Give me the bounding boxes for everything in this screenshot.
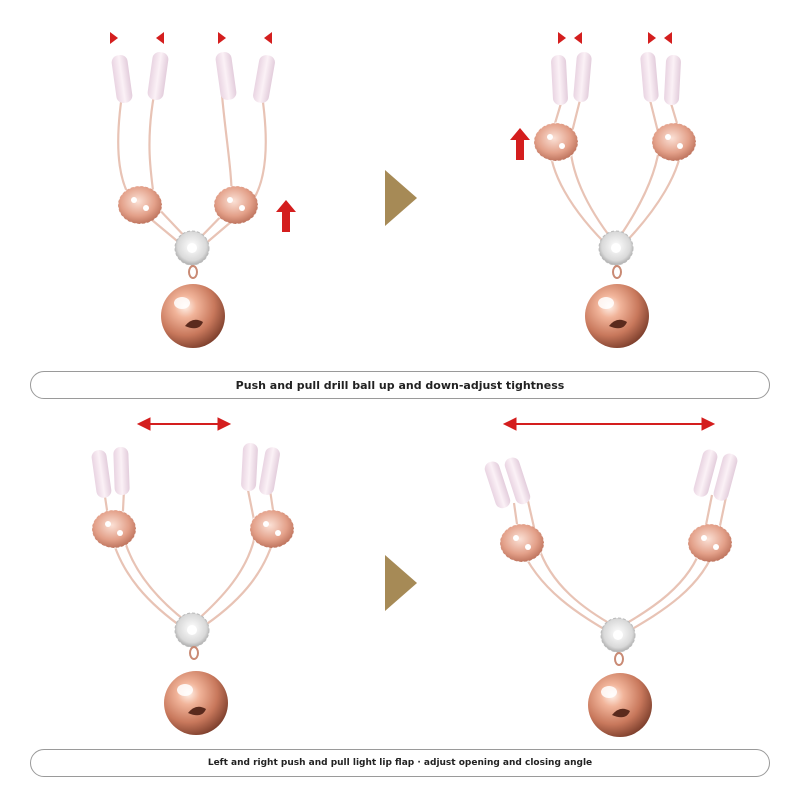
bell-charm-icon <box>585 284 649 348</box>
caption-angle: Left and right push and pull light lip f… <box>30 749 770 777</box>
inward-arrow-icon <box>110 32 272 44</box>
panel-bottom-right <box>420 405 800 745</box>
silicone-tip-icon <box>484 449 738 509</box>
double-arrow-icon <box>136 417 232 431</box>
next-step-arrow-icon <box>385 555 417 611</box>
up-arrow-icon <box>510 128 530 160</box>
rhinestone-bead-icon <box>499 523 733 563</box>
rhinestone-flower-icon <box>600 617 636 653</box>
inward-arrow-icon <box>558 32 672 44</box>
caption-text: Push and pull drill ball up and down-adj… <box>235 378 565 392</box>
rhinestone-bead-icon <box>533 122 697 162</box>
bell-charm-icon <box>588 673 652 737</box>
rhinestone-bead-icon <box>117 185 259 225</box>
double-arrow-icon <box>502 417 716 431</box>
silicone-tip-icon <box>551 52 681 106</box>
panel-bottom-left <box>0 405 380 745</box>
up-arrow-icon <box>276 200 296 232</box>
jewelry-illustration <box>91 417 295 735</box>
panel-top-right <box>420 0 800 365</box>
rhinestone-bead-icon <box>91 509 295 549</box>
jewelry-illustration <box>110 32 296 348</box>
jewelry-illustration <box>484 417 738 737</box>
jewelry-illustration <box>510 32 697 348</box>
caption-tightness: Push and pull drill ball up and down-adj… <box>30 371 770 399</box>
bell-charm-icon <box>161 284 225 348</box>
rhinestone-flower-icon <box>598 230 634 266</box>
caption-text: Left and right push and pull light lip f… <box>207 758 593 768</box>
bell-charm-icon <box>164 671 228 735</box>
silicone-tip-icon <box>91 443 280 498</box>
silicone-tip-icon <box>111 52 275 103</box>
panel-top-left <box>0 0 380 365</box>
rhinestone-flower-icon <box>174 612 210 648</box>
rhinestone-flower-icon <box>174 230 210 266</box>
next-step-arrow-icon <box>385 170 417 226</box>
